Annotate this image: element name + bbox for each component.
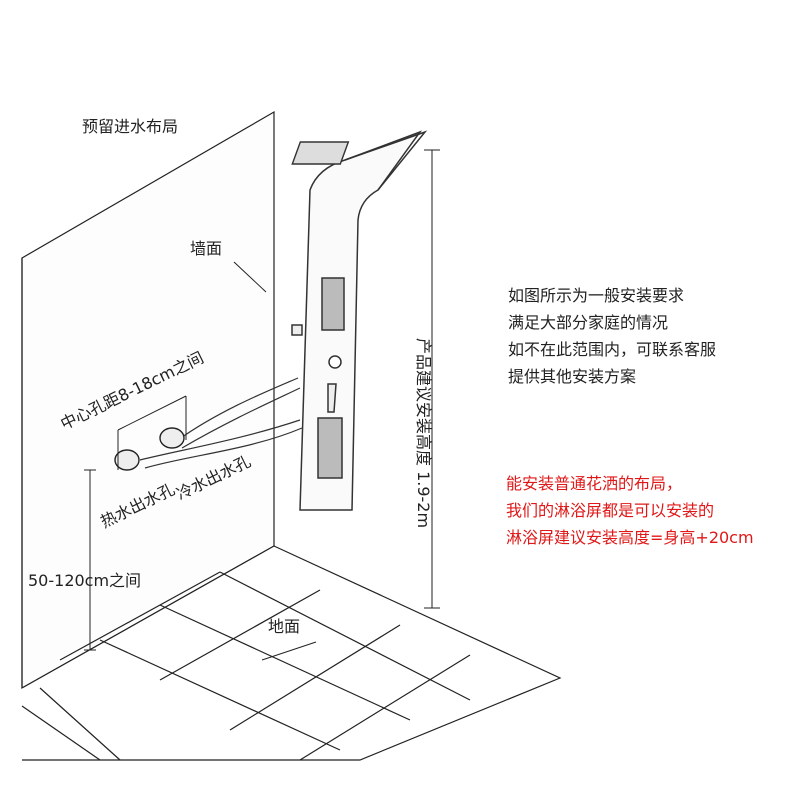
red-note-line: 淋浴屏建议安装高度=身高+20cm bbox=[506, 528, 754, 547]
hot-water-outlet bbox=[114, 449, 140, 471]
note-line: 提供其他安装方案 bbox=[508, 367, 637, 386]
top-jet-grid bbox=[321, 277, 345, 331]
note-line: 满足大部分家庭的情况 bbox=[508, 313, 669, 332]
temperature-knob-icon bbox=[328, 355, 342, 369]
panel-top-edge bbox=[344, 130, 428, 191]
mixer-handle-icon bbox=[327, 383, 337, 413]
note-line: 如图所示为一般安装要求 bbox=[508, 286, 685, 305]
wall-bracket bbox=[291, 324, 303, 336]
floor-outline bbox=[21, 545, 562, 761]
bottom-jet-grid bbox=[317, 417, 343, 479]
red-notes: 能安装普通花洒的布局， 我们的淋浴屏都是可以安装的 淋浴屏建议安装高度=身高+2… bbox=[506, 470, 754, 551]
floor-baseline-2 bbox=[39, 687, 121, 761]
label-pointers bbox=[233, 261, 317, 661]
hole-spacing-dimension bbox=[117, 395, 187, 470]
red-note-line: 我们的淋浴屏都是可以安装的 bbox=[506, 501, 715, 520]
floor-baseline bbox=[21, 705, 101, 761]
floor-tile-line bbox=[59, 571, 221, 661]
install-height-dimension bbox=[424, 149, 440, 609]
panel-body bbox=[299, 130, 423, 511]
wall-pointer bbox=[233, 261, 267, 293]
floor-tile-line bbox=[299, 654, 471, 761]
install-height-label: 产品建议安装高度 1.9-2m bbox=[414, 338, 433, 528]
floor-tile-line bbox=[229, 624, 401, 731]
diagram-title: 预留进水布局 bbox=[82, 117, 178, 136]
inlet-height-label: 50-120cm之间 bbox=[28, 571, 141, 590]
cold-water-outlet bbox=[159, 427, 185, 449]
floor-tile-line bbox=[159, 589, 321, 681]
floor-label: 地面 bbox=[268, 617, 300, 636]
floor-tile-line bbox=[99, 639, 341, 751]
note-line: 如不在此范围内，可联系客服 bbox=[508, 340, 717, 359]
install-notes: 如图所示为一般安装要求 满足大部分家庭的情况 如不在此范围内，可联系客服 提供其… bbox=[508, 282, 716, 390]
inlet-height-dimension bbox=[84, 469, 96, 651]
shower-panel bbox=[291, 130, 428, 511]
hoses bbox=[139, 377, 303, 469]
floor-pointer bbox=[261, 641, 317, 661]
rain-head bbox=[291, 141, 350, 165]
red-note-line: 能安装普通花洒的布局， bbox=[506, 474, 683, 493]
floor-tile-line bbox=[159, 604, 411, 721]
floor-tile-line bbox=[219, 571, 471, 701]
wall-label: 墙面 bbox=[190, 239, 222, 258]
